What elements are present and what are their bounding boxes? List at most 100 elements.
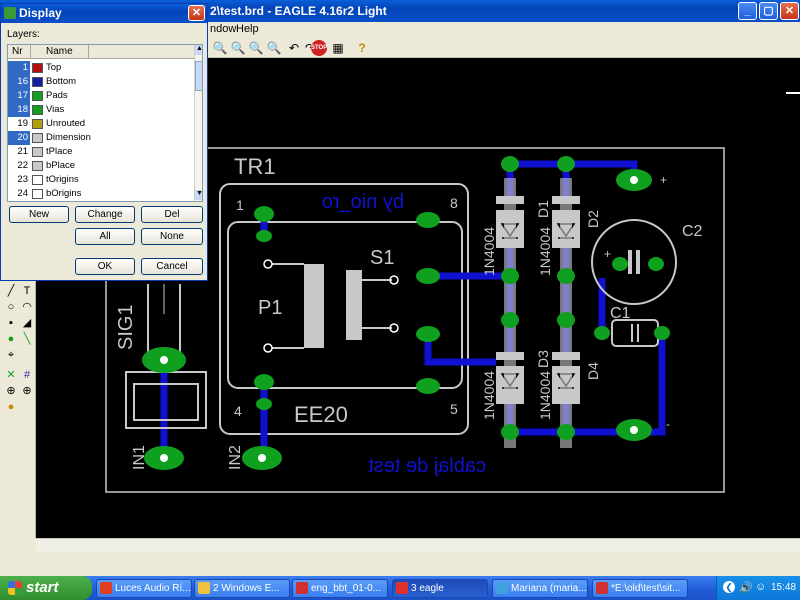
- all-button[interactable]: All: [75, 228, 135, 245]
- circle-icon[interactable]: ○: [7, 301, 15, 313]
- arc-icon[interactable]: ◠: [22, 301, 32, 313]
- signal-icon[interactable]: ╲: [23, 333, 31, 345]
- dialog-title-bar: Display ✕: [1, 4, 207, 23]
- volume-icon[interactable]: 🔊: [739, 582, 753, 594]
- label-d2: D2: [585, 210, 601, 228]
- ok-button[interactable]: OK: [75, 258, 135, 275]
- label-in1: IN1: [131, 445, 148, 470]
- layer-color-swatch: [32, 133, 43, 143]
- messenger-icon[interactable]: ☺: [755, 581, 767, 593]
- layer-color-swatch: [32, 77, 43, 87]
- board-canvas[interactable]: TR1 EE20 S1 P1 1 4 5 8 C2 C1 + + - SIG1 …: [36, 58, 800, 538]
- scroll-down-icon[interactable]: ▼: [195, 190, 202, 200]
- taskbar-task[interactable]: 2 Windows E...: [194, 579, 290, 598]
- layer-number: 17: [8, 89, 30, 103]
- taskbar-task[interactable]: *E:\old\test\sit...: [592, 579, 688, 598]
- p1-body: [304, 264, 324, 348]
- label-in2: IN2: [227, 445, 244, 470]
- via-icon[interactable]: ●: [7, 333, 15, 345]
- close-button[interactable]: ✕: [780, 2, 799, 20]
- new-button[interactable]: New: [9, 206, 69, 223]
- layer-color-swatch: [32, 189, 43, 199]
- text-icon[interactable]: T: [23, 285, 31, 297]
- c1-outline: [611, 319, 659, 347]
- layer-name: Bottom: [46, 76, 77, 87]
- scroll-thumb[interactable]: [195, 61, 202, 91]
- task-label: eng_bbt_01-0...: [311, 583, 382, 594]
- undo-icon[interactable]: ↶: [288, 41, 300, 55]
- label-ee20: EE20: [294, 402, 348, 427]
- layers-scrollbar[interactable]: ▲ ▼: [194, 45, 202, 201]
- auto-icon[interactable]: #: [23, 369, 31, 381]
- go-icon[interactable]: ▦: [332, 41, 344, 55]
- ratsnest-icon[interactable]: ✕: [6, 369, 16, 381]
- zoom-select-icon[interactable]: 🔍: [266, 41, 282, 55]
- label-pin4: 4: [234, 403, 242, 419]
- label-diode-4: 1N4004: [537, 371, 553, 420]
- label-s1: S1: [370, 247, 394, 269]
- label-diode-1: 1N4004: [481, 227, 497, 276]
- c2-outline: [591, 219, 677, 305]
- layer-color-swatch: [32, 119, 43, 129]
- hole-icon[interactable]: ⌖: [7, 349, 15, 361]
- scroll-up-icon[interactable]: ▲: [195, 45, 202, 55]
- layer-color-swatch: [32, 63, 43, 73]
- dialog-close-button[interactable]: ✕: [188, 5, 205, 21]
- task-icon: [396, 582, 408, 594]
- layer-color-swatch: [32, 105, 43, 115]
- maximize-button[interactable]: ▢: [759, 2, 778, 20]
- help-icon[interactable]: ?: [358, 41, 366, 55]
- none-button[interactable]: None: [141, 228, 203, 245]
- stop-icon[interactable]: STOP: [311, 40, 327, 56]
- taskbar-task[interactable]: Luces Audio Rí...: [96, 579, 192, 598]
- zoom-in-icon[interactable]: 🔍: [230, 41, 246, 55]
- rect-icon[interactable]: ▪: [9, 317, 13, 329]
- windows-logo-icon: [8, 581, 22, 595]
- info-icon[interactable]: ●: [7, 401, 15, 413]
- cancel-button[interactable]: Cancel: [141, 258, 203, 275]
- label-diode-3: 1N4004: [481, 371, 497, 420]
- minimize-button[interactable]: _: [738, 2, 757, 20]
- status-bar: [0, 552, 800, 576]
- layer-name: bOrigins: [46, 188, 82, 199]
- tr1-outline: [219, 183, 469, 435]
- eagle-icon: [4, 7, 16, 19]
- col-nr[interactable]: Nr: [12, 46, 23, 57]
- errors-icon[interactable]: ⊕: [22, 385, 32, 397]
- change-button[interactable]: Change: [75, 206, 135, 223]
- taskbar-task[interactable]: Mariana (maria...: [492, 579, 588, 598]
- layer-color-swatch: [32, 161, 43, 171]
- menu-window[interactable]: ndow: [210, 23, 237, 35]
- task-label: 3 eagle: [411, 583, 444, 594]
- task-icon: [496, 582, 508, 594]
- network-icon[interactable]: ❮: [723, 581, 735, 593]
- start-button[interactable]: start: [0, 576, 92, 600]
- layer-color-swatch: [32, 175, 43, 185]
- polygon-icon[interactable]: ◢: [22, 317, 32, 329]
- label-pin8: 8: [450, 195, 458, 211]
- horizontal-scrollbar[interactable]: [36, 538, 800, 552]
- zoom-fit-icon[interactable]: 🔍: [212, 41, 228, 55]
- redo-icon[interactable]: ↷: [304, 41, 316, 55]
- del-button[interactable]: Del: [141, 206, 203, 223]
- label-tr1: TR1: [234, 154, 276, 179]
- layer-number: 16: [8, 75, 30, 89]
- drc-icon[interactable]: ⊕: [6, 385, 16, 397]
- taskbar-task[interactable]: 3 eagle: [392, 579, 488, 598]
- wire-icon[interactable]: ╱: [7, 285, 15, 297]
- zoom-out-icon[interactable]: 🔍: [248, 41, 264, 55]
- layer-row[interactable]: 16 Bottom: [8, 75, 194, 89]
- taskbar-task[interactable]: eng_bbt_01-0...: [292, 579, 388, 598]
- col-name[interactable]: Name: [46, 46, 73, 57]
- menu-help[interactable]: Help: [236, 23, 259, 35]
